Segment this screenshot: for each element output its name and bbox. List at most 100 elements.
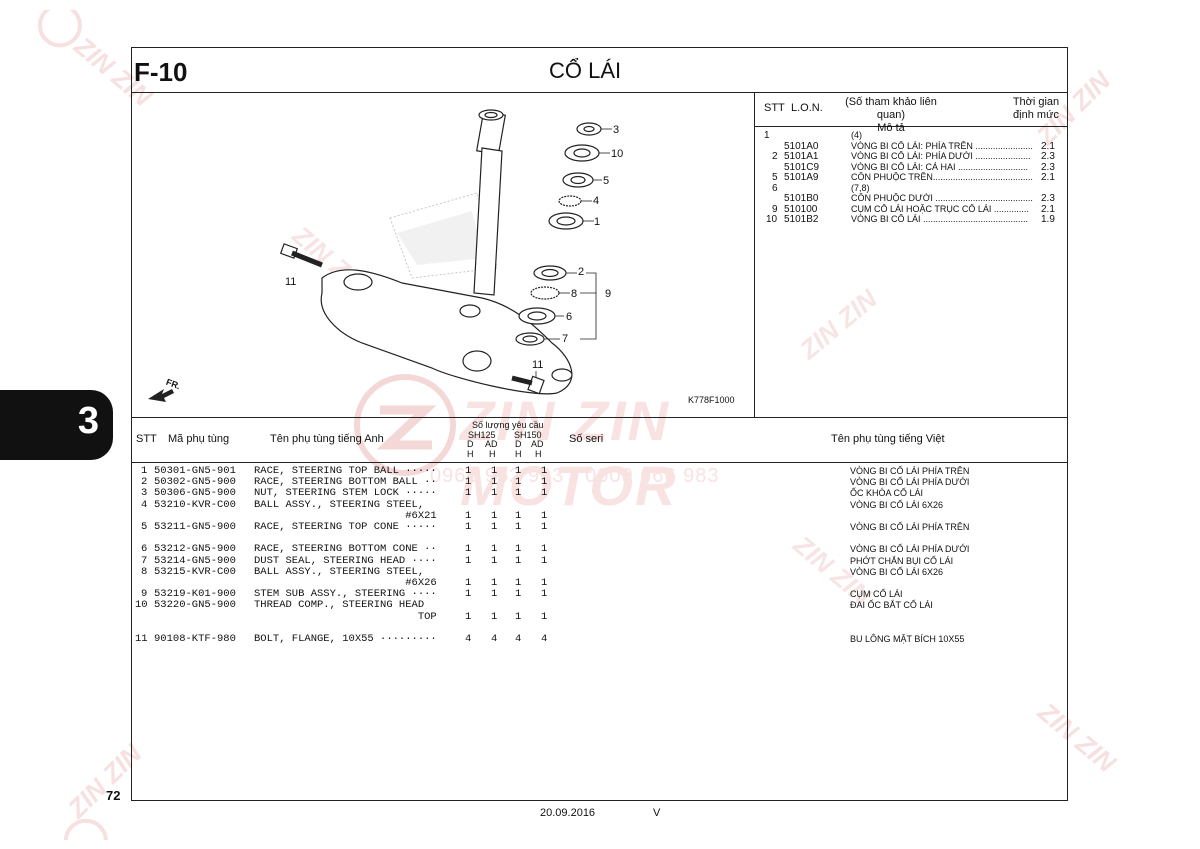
part-number: 53212-GN5-900 [154,543,236,556]
section-code: F-10 [134,57,188,87]
watermark-corner-icon: ZIN ZIN [1030,64,1117,151]
lon-desc: VÒNG BI CỔ LÁI: CẢ HAI .................… [851,161,1029,172]
watermark-corner-icon: ZIN ZIN [37,10,159,113]
part-number: 53210-KVR-C00 [154,498,236,511]
lon-code: 510100 [784,203,818,215]
lon-row: 5101A0 VÒNG BI CỔ LÁI: PHÍA TRÊN .......… [756,141,1066,152]
part-qty: 1 [491,521,498,533]
footer-mark: V [653,807,661,819]
lon-desc: (7,8) [851,182,870,193]
part-name-vn: VÒNG BI CỔ LÁI PHÍA TRÊN [850,522,970,532]
watermark-parts-icon: ZIN ZIN [787,529,878,612]
lon-code: 5101A1 [784,151,819,162]
callout-11-left: 11 [285,276,297,288]
part-qty: 1 [541,588,548,601]
lon-desc: VÒNG BI CỔ LÁI: PHÍA DƯỚI ..............… [851,151,1031,161]
lon-header-lon: L.O.N. [791,102,823,114]
callout-9: 9 [605,288,612,300]
part-name-en: RACE, STEERING TOP CONE ····· [254,521,437,533]
part-name-vn: ỐC KHÓA CỔ LÁI [850,488,924,499]
part-qty: 1 [541,521,548,533]
part-name-vn: VÒNG BI CỔ LÁI PHÍA DƯỚI [850,544,970,555]
part-qty: 1 [465,610,472,623]
part-stt: 9 [141,588,148,601]
lon-row: 2 5101A1 VÒNG BI CỔ LÁI: PHÍA DƯỚI .....… [756,151,1066,162]
callout-1: 1 [594,216,601,228]
part-stt: 11 [135,633,148,645]
callout-10: 10 [611,148,624,160]
part-qty: 1 [491,476,498,489]
part-name-vn: ĐAI ỐC BẮT CỔ LÁI [850,600,933,611]
part-name-vn: VÒNG BI CỔ LÁI 6X26 [850,566,944,577]
bolt-icon [279,243,545,395]
part-qty: 1 [465,588,472,601]
part-name-en: STEM SUB ASSY., STEERING ···· [254,588,437,601]
part-qty: 1 [541,543,548,556]
lon-stt: 1 [764,130,770,141]
lon-stt: 6 [772,182,778,194]
lon-stt: 2 [772,151,778,162]
lon-row: 6 (7,8) [756,183,1066,194]
part-number: 50301-GN5-901 [154,465,236,477]
lon-row: 5101C9 VÒNG BI CỔ LÁI: CẢ HAI ..........… [756,162,1066,173]
part-qty: 1 [515,554,522,567]
part-qty: 1 [541,476,548,489]
lon-time: 2.1 [1041,203,1055,215]
part-qty: 1 [541,487,548,500]
part-stt: 7 [141,554,148,567]
part-qty: 1 [491,509,498,522]
part-qty: 1 [465,509,472,522]
lon-row: 9 510100 CỤM CỔ LÁI HoẶC TRỤC CỔ LÁI ...… [756,204,1066,215]
part-qty: 1 [465,487,472,500]
part-qty: 1 [541,554,548,567]
callout-11-right: 11 [532,359,544,371]
part-stt: 5 [141,521,148,533]
part-qty: 4 [491,633,498,645]
part-name-en: BALL ASSY., STEERING STEEL, [254,565,425,578]
watermark-corner-icon: ZIN ZIN [61,737,148,840]
part-qty: 1 [491,588,498,601]
divider [754,92,755,417]
parts-header-model2: SH150 [514,430,542,440]
parts-header-serial: Số seri [569,433,604,445]
parts-header-partno: Mã phụ tùng [168,433,230,445]
lon-desc: CÔN PHUỘC DƯỚI .........................… [851,193,1033,203]
part-qty: 1 [491,577,498,589]
part-name-en: THREAD COMP., STEERING HEAD [254,599,425,612]
callout-4: 4 [593,195,600,207]
part-name-en: BOLT, FLANGE, 10X55 ········· [254,633,437,645]
part-qty: 1 [491,554,498,567]
lon-time: 2.1 [1041,172,1055,183]
part-stt: 1 [141,465,148,477]
part-name-en: BALL ASSY., STEERING STEEL, [254,498,425,511]
part-qty: 1 [515,487,522,500]
part-number: 53214-GN5-900 [154,554,236,567]
divider [131,462,1068,463]
part-qty: 1 [491,487,498,500]
footer-date: 20.09.2016 [540,807,596,819]
lon-row: 10 5101B2 VÒNG BI CỔ LÁI ...............… [756,214,1066,225]
parts-header-model1: SH125 [468,430,496,440]
page-title: CỔ LÁI [549,58,622,83]
part-name-vn: VÒNG BI CỔ LÁI PHÍA TRÊN [850,466,970,476]
part-qty: 1 [541,509,548,522]
lon-time: 2.3 [1041,151,1055,162]
sub-label: H [489,449,496,459]
watermark-table-icon: ZIN ZIN [793,283,884,360]
part-stt: 6 [141,543,148,556]
part-number: 90108-KTF-980 [154,633,236,645]
divider [131,92,1068,93]
part-qty: 1 [515,577,522,589]
part-qty: 1 [491,610,498,623]
part-qty: 1 [465,554,472,567]
part-qty: 1 [515,476,522,489]
part-qty: 1 [515,543,522,556]
part-qty: 1 [515,610,522,623]
part-qty: 4 [515,633,522,645]
part-qty: 1 [515,465,522,477]
